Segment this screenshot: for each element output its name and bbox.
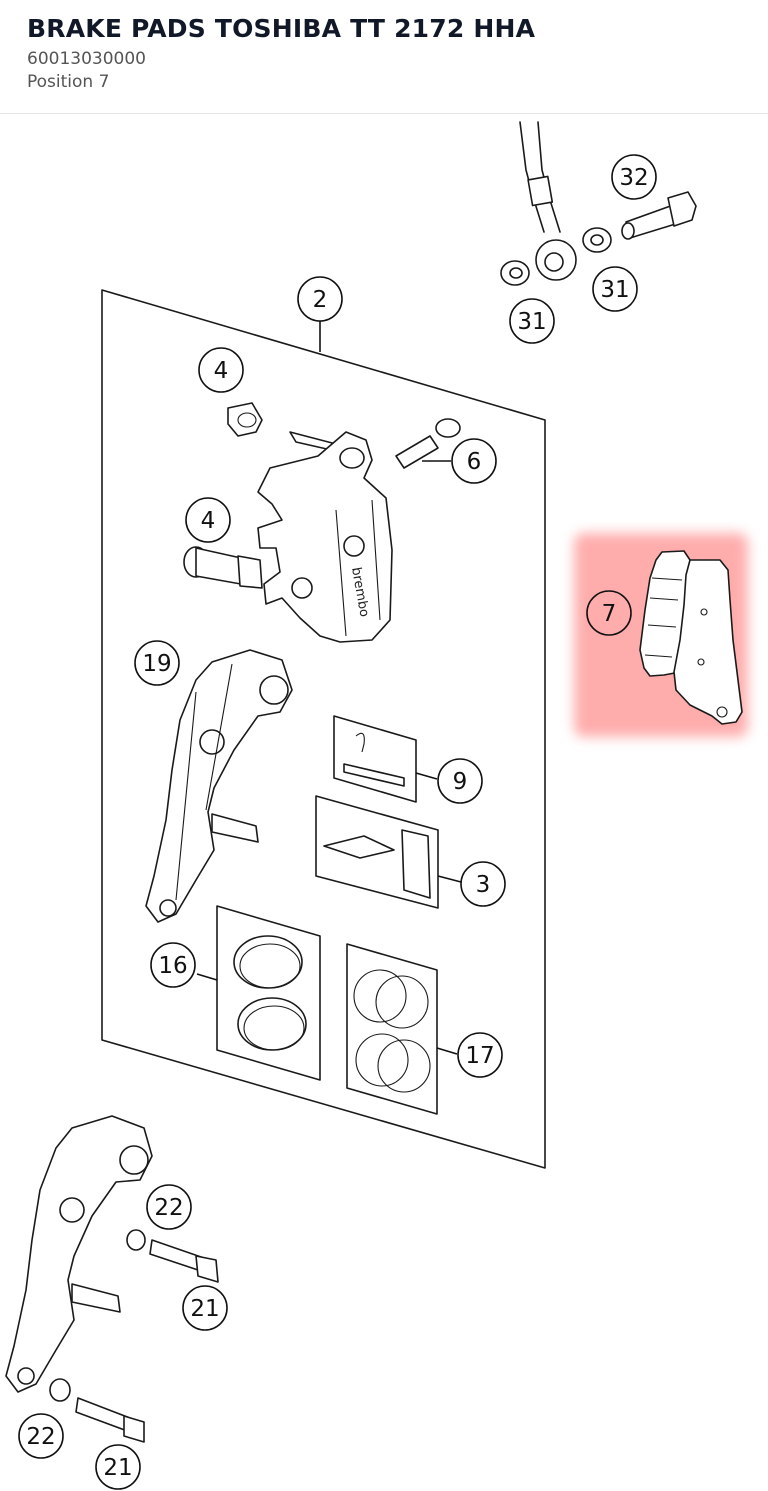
svg-text:19: 19: [142, 651, 171, 677]
svg-text:16: 16: [158, 953, 187, 979]
callout-2[interactable]: 2: [297, 276, 343, 322]
svg-text:2: 2: [313, 287, 328, 313]
svg-text:7: 7: [602, 601, 617, 627]
callout-16[interactable]: 16: [150, 942, 196, 988]
exploded-diagram-svg: brembo: [5, 121, 748, 1490]
part-title: BRAKE PADS TOSHIBA TT 2172 HHA: [27, 14, 536, 43]
kit-box-outline: [101, 289, 546, 1169]
brake-hose-illustration: [500, 121, 697, 286]
svg-text:4: 4: [214, 358, 229, 384]
callout-21[interactable]: 21: [95, 1444, 141, 1490]
part-number: 60013030000: [27, 49, 146, 69]
svg-text:22: 22: [26, 1424, 55, 1450]
lower-bracket-illustration: [5, 1115, 153, 1393]
callout-21[interactable]: 21: [182, 1285, 228, 1331]
caliper-bracket-illustration: [145, 649, 293, 923]
svg-text:9: 9: [453, 769, 468, 795]
exploded-diagram: brembo: [0, 115, 768, 1491]
svg-text:32: 32: [619, 165, 648, 191]
svg-text:3: 3: [476, 872, 491, 898]
part-position: Position 7: [27, 72, 110, 92]
callout-4[interactable]: 4: [198, 347, 244, 393]
callout-9[interactable]: 9: [437, 758, 483, 804]
svg-text:31: 31: [600, 277, 629, 303]
svg-text:21: 21: [190, 1296, 219, 1322]
svg-text:31: 31: [517, 309, 546, 335]
leader-lines: [196, 321, 462, 1055]
bleed-screw-illustration: [395, 418, 461, 469]
callout-17[interactable]: 17: [457, 1032, 503, 1078]
callout-22[interactable]: 22: [18, 1413, 64, 1459]
callout-19[interactable]: 19: [134, 640, 180, 686]
callout-31[interactable]: 31: [509, 298, 555, 344]
caliper-bolt-illustration: [183, 546, 263, 589]
pad-pin-kit-illustration: [333, 715, 417, 803]
lower-bolts-illustration: [49, 1229, 219, 1443]
pad-spring-kit-illustration: [315, 795, 439, 909]
callout-6[interactable]: 6: [451, 438, 497, 484]
bleed-nut-illustration: [227, 402, 263, 437]
callout-4[interactable]: 4: [185, 497, 231, 543]
callout-32[interactable]: 32: [611, 154, 657, 200]
brake-caliper-illustration: brembo: [257, 431, 393, 643]
part-header: BRAKE PADS TOSHIBA TT 2172 HHA 600130300…: [0, 0, 768, 114]
pistons-illustration: [216, 905, 321, 1081]
svg-text:22: 22: [154, 1195, 183, 1221]
seals-illustration: [346, 943, 438, 1115]
callout-7[interactable]: 7: [586, 590, 632, 636]
svg-text:17: 17: [465, 1043, 494, 1069]
svg-text:4: 4: [201, 508, 216, 534]
callout-3[interactable]: 3: [460, 861, 506, 907]
callout-22[interactable]: 22: [146, 1184, 192, 1230]
callout-31[interactable]: 31: [592, 266, 638, 312]
svg-text:6: 6: [467, 449, 482, 475]
svg-text:21: 21: [103, 1455, 132, 1481]
brake-pads-illustration[interactable]: [639, 550, 743, 725]
